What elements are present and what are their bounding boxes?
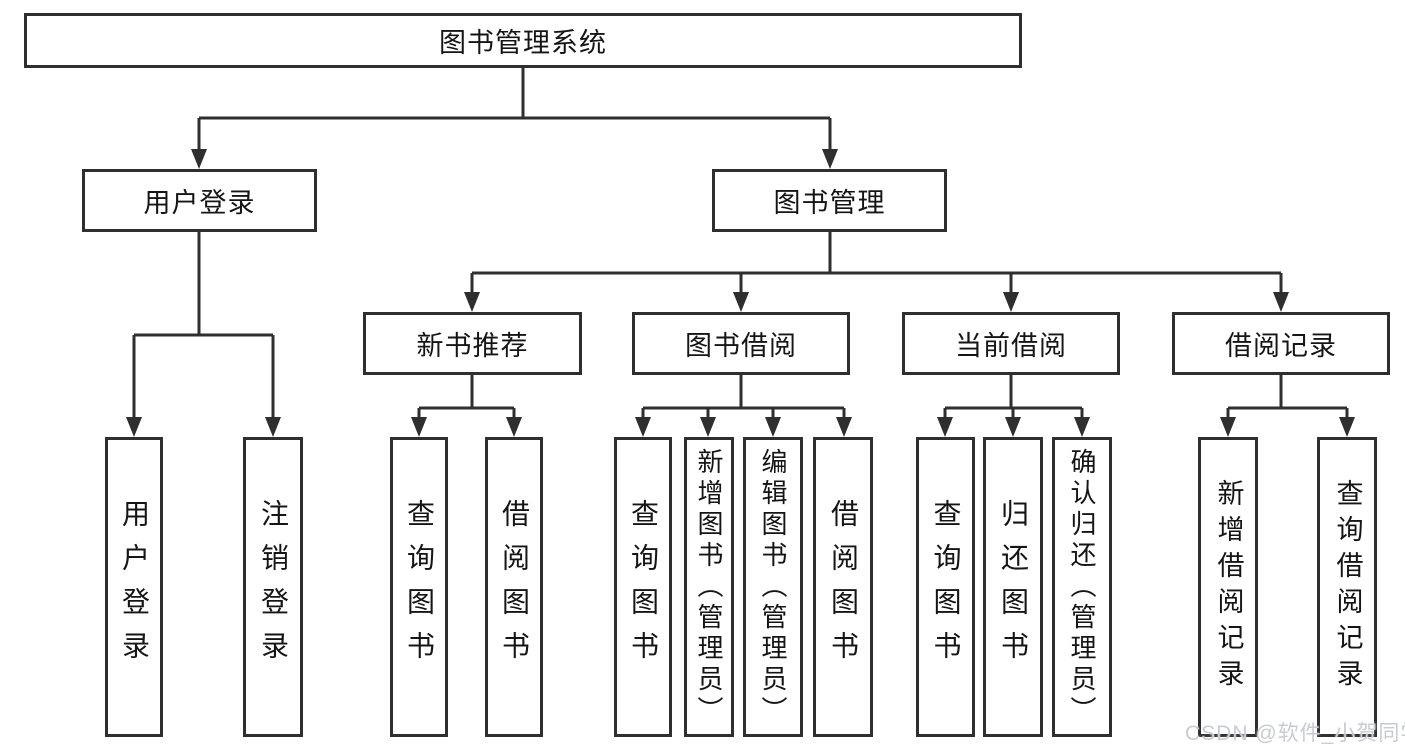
leaf-user-login: 用户登录 bbox=[105, 437, 163, 737]
node-borrow-records: 借阅记录 bbox=[1172, 312, 1390, 375]
node-book-borrow: 图书借阅 bbox=[632, 312, 850, 375]
node-label: 图书管理系统 bbox=[439, 28, 607, 58]
watermark: CSDN @软件_小贺同学 bbox=[1185, 722, 1405, 745]
node-label: 新增图书（管理员） bbox=[694, 447, 724, 727]
node-label: 注销登录 bbox=[258, 499, 289, 675]
leaf-query-borrow-record: 查询借阅记录 bbox=[1317, 437, 1377, 737]
node-book-management: 图书管理 bbox=[712, 169, 947, 232]
node-label: 用户登录 bbox=[143, 188, 256, 218]
node-label: 图书管理 bbox=[773, 188, 886, 218]
node-library-system: 图书管理系统 bbox=[24, 13, 1022, 68]
node-label: 查询图书 bbox=[628, 499, 659, 675]
leaf-edit-books-admin: 编辑图书（管理员） bbox=[743, 437, 803, 737]
node-label: 新增借阅记录 bbox=[1213, 479, 1244, 695]
node-label: 归还图书 bbox=[998, 499, 1029, 675]
leaf-confirm-return-admin: 确认归还（管理员） bbox=[1052, 437, 1112, 737]
leaf-borrow-books-recommend: 借阅图书 bbox=[485, 437, 543, 737]
leaf-add-borrow-record: 新增借阅记录 bbox=[1198, 437, 1258, 737]
leaf-add-books-admin: 新增图书（管理员） bbox=[684, 437, 734, 737]
node-label: 编辑图书（管理员） bbox=[758, 447, 788, 727]
leaf-query-books-recommend: 查询图书 bbox=[390, 437, 448, 737]
node-label: 确认归还（管理员） bbox=[1067, 447, 1097, 727]
node-label: 图书借阅 bbox=[685, 331, 797, 361]
node-label: 借阅图书 bbox=[828, 499, 859, 675]
node-new-book-recommend: 新书推荐 bbox=[363, 312, 582, 375]
node-user-login: 用户登录 bbox=[82, 169, 317, 232]
leaf-borrow-books: 借阅图书 bbox=[813, 437, 873, 737]
connector-arrowheads bbox=[126, 149, 1355, 437]
node-label: 当前借阅 bbox=[955, 331, 1067, 361]
node-label: 新书推荐 bbox=[416, 331, 529, 361]
node-label: 借阅记录 bbox=[1225, 331, 1337, 361]
node-label: 借阅图书 bbox=[499, 499, 530, 675]
node-label: 查询借阅记录 bbox=[1332, 479, 1363, 695]
leaf-query-books-current: 查询图书 bbox=[916, 437, 975, 737]
node-label: 查询图书 bbox=[930, 499, 962, 675]
leaf-query-books-borrow: 查询图书 bbox=[614, 437, 672, 737]
node-current-borrow: 当前借阅 bbox=[902, 312, 1120, 375]
leaf-logout: 注销登录 bbox=[243, 437, 303, 737]
node-label: 查询图书 bbox=[404, 499, 435, 675]
leaf-return-books: 归还图书 bbox=[983, 437, 1043, 737]
node-label: 用户登录 bbox=[119, 499, 150, 675]
